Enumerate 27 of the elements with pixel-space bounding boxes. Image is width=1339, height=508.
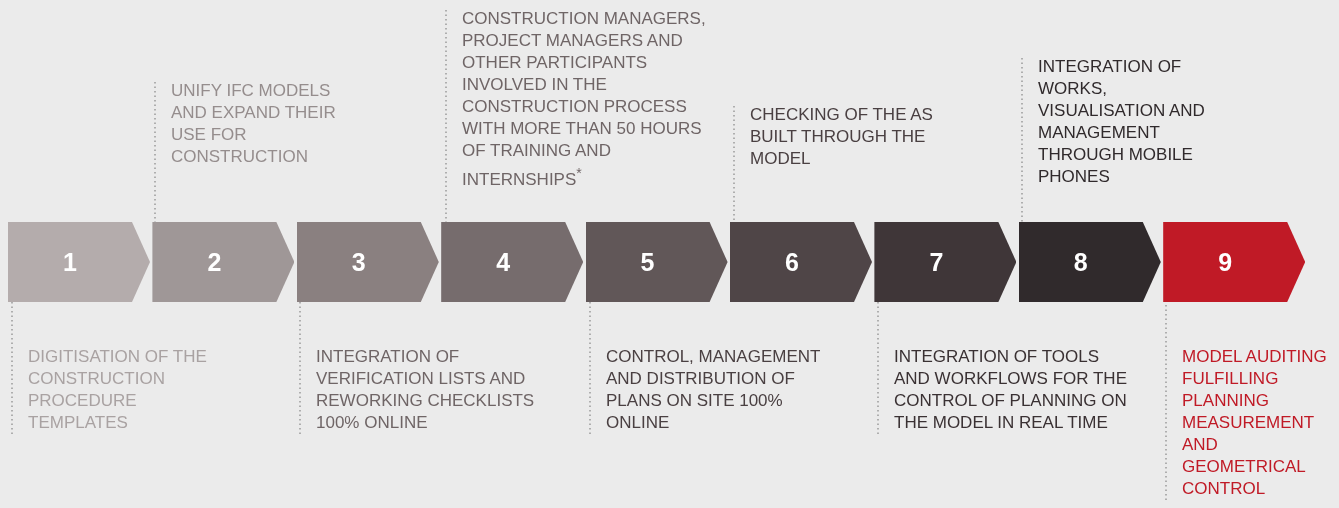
step-block (441, 222, 584, 302)
step-number: 9 (1218, 248, 1233, 276)
step-number: 1 (63, 248, 77, 276)
step-number: 7 (929, 248, 944, 276)
step-block (1163, 222, 1306, 302)
step-block (8, 222, 150, 302)
step-description: CONSTRUCTION MANAGERS, PROJECT MANAGERS AND OTHER PARTICIPANTS INVOLVED IN THE CONSTRUCTION PROCESS WITH MORE THAN 50 HOURS OF TRAINING AND INTERNSHIPS$^{*}$ (462, 8, 707, 191)
step-block (152, 222, 295, 302)
step-description: UNIFY IFC MODELS AND EXPAND THEIR USE FOR CONSTRUCTION (171, 80, 337, 168)
step-description: INTEGRATION OF VERIFICATION LISTS AND REWORKING CHECKLISTS 100% ONLINE (316, 346, 536, 434)
step-description: CHECKING OF THE AS BUILT THROUGH THE MODEL (750, 104, 934, 170)
step-number: 5 (640, 248, 655, 276)
step-number: 8 (1073, 248, 1088, 276)
step-number: 4 (496, 248, 511, 276)
step-description: INTEGRATION OF WORKS, VISUALISATION AND MANAGEMENT THROUGH MOBILE PHONES (1038, 56, 1206, 188)
step-number: 3 (351, 248, 366, 276)
step-number: 6 (785, 248, 799, 276)
step-number: 2 (207, 248, 222, 276)
step-description: CONTROL, MANAGEMENT AND DISTRIBUTION OF PLANS ON SITE 100% ONLINE (606, 346, 822, 434)
step-block (1018, 222, 1161, 302)
step-block (585, 222, 728, 302)
step-block (296, 222, 439, 302)
step-block (874, 222, 1017, 302)
step-description: INTEGRATION OF TOOLS AND WORKFLOWS FOR THE CONTROL OF PLANNING ON THE MODEL IN REAL TIME (894, 346, 1128, 434)
step-description: DIGITISATION OF THE CONSTRUCTION PROCEDURE TEMPLATES (28, 346, 208, 434)
step-description: MODEL AUDITING FULFILLING PLANNING MEASUREMENT AND GEOMETRICAL CONTROL (1182, 346, 1328, 500)
step-block (730, 222, 872, 302)
